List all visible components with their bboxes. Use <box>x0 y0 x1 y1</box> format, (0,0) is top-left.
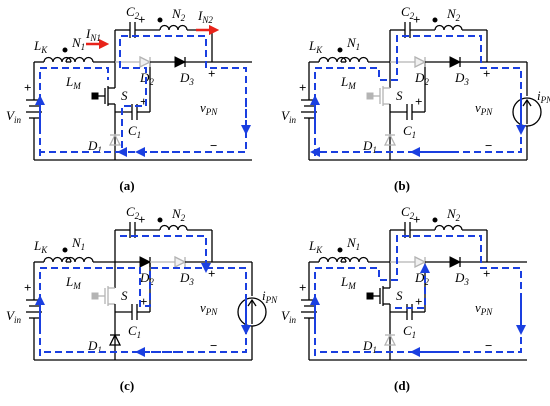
lk-label: LK <box>308 38 323 55</box>
vin-label: Vin <box>281 308 296 325</box>
lm-label: LM <box>340 74 356 91</box>
c2-label: C2 <box>126 4 140 21</box>
lk-label: LK <box>33 238 48 255</box>
in1-label: IN1 <box>85 26 101 43</box>
vin-plus: + <box>299 80 306 95</box>
vpn-label: vPN <box>475 100 493 117</box>
vpn-minus: − <box>485 338 492 353</box>
d3-label: D3 <box>179 70 194 87</box>
switch-label: S <box>396 88 403 103</box>
d3-label: D3 <box>454 270 469 287</box>
c2-plus: + <box>138 12 145 27</box>
switch-label: S <box>396 288 403 303</box>
vin-label: Vin <box>6 108 21 125</box>
d2-label: D2 <box>139 270 154 287</box>
c2-label: C2 <box>401 4 415 21</box>
n1-label: N1 <box>71 235 85 252</box>
c2-label: C2 <box>401 204 415 221</box>
c1-label: C1 <box>403 123 416 140</box>
c2-plus: + <box>413 12 420 27</box>
d2-label: D2 <box>414 70 429 87</box>
panel-caption-3: (c) <box>120 378 134 393</box>
lk-label: LK <box>33 38 48 55</box>
d1-label: D1 <box>362 138 377 155</box>
d3-label: D3 <box>454 70 469 87</box>
d2-label: D2 <box>139 70 154 87</box>
ipn-label: iPN <box>537 88 550 105</box>
vpn-plus: + <box>483 66 490 81</box>
d1-label: D1 <box>87 338 102 355</box>
lm-label: LM <box>65 74 81 91</box>
n2-label: N2 <box>446 6 461 23</box>
c2-plus: + <box>138 212 145 227</box>
n1-label: N1 <box>346 235 360 252</box>
c1-plus: + <box>415 94 422 109</box>
vin-label: Vin <box>6 308 21 325</box>
panel-caption-2: (b) <box>394 178 410 193</box>
c1-label: C1 <box>403 323 416 340</box>
n2-label: N2 <box>446 206 461 223</box>
lk-label: LK <box>308 238 323 255</box>
vpn-plus: + <box>483 266 490 281</box>
d1-label: D1 <box>362 338 377 355</box>
vpn-plus: + <box>208 66 215 81</box>
vpn-label: vPN <box>200 300 218 317</box>
vin-plus: + <box>24 280 31 295</box>
c1-plus: + <box>140 294 147 309</box>
d2-label: D2 <box>414 270 429 287</box>
c2-label: C2 <box>126 204 140 221</box>
in2-label: IN2 <box>197 8 213 25</box>
vpn-minus: − <box>210 338 217 353</box>
vin-label: Vin <box>281 108 296 125</box>
ipn-label: iPN <box>262 288 278 305</box>
n1-label: N1 <box>346 35 360 52</box>
vin-plus: + <box>299 280 306 295</box>
c1-plus: + <box>140 94 147 109</box>
n2-label: N2 <box>171 206 186 223</box>
d1-label: D1 <box>87 138 102 155</box>
vin-plus: + <box>24 80 31 95</box>
c1-label: C1 <box>128 123 141 140</box>
switch-label: S <box>121 288 128 303</box>
c2-plus: + <box>413 212 420 227</box>
n1-label: N1 <box>71 35 85 52</box>
c1-label: C1 <box>128 323 141 340</box>
n2-label: N2 <box>171 6 186 23</box>
panel-caption-1: (a) <box>119 178 134 193</box>
lm-label: LM <box>65 274 81 291</box>
vpn-minus: − <box>485 138 492 153</box>
d3-label: D3 <box>179 270 194 287</box>
panel-caption-4: (d) <box>394 378 410 393</box>
c1-plus: + <box>415 294 422 309</box>
vpn-minus: − <box>210 138 217 153</box>
vpn-label: vPN <box>200 100 218 117</box>
lm-label: LM <box>340 274 356 291</box>
vpn-label: vPN <box>475 300 493 317</box>
switch-label: S <box>121 88 128 103</box>
